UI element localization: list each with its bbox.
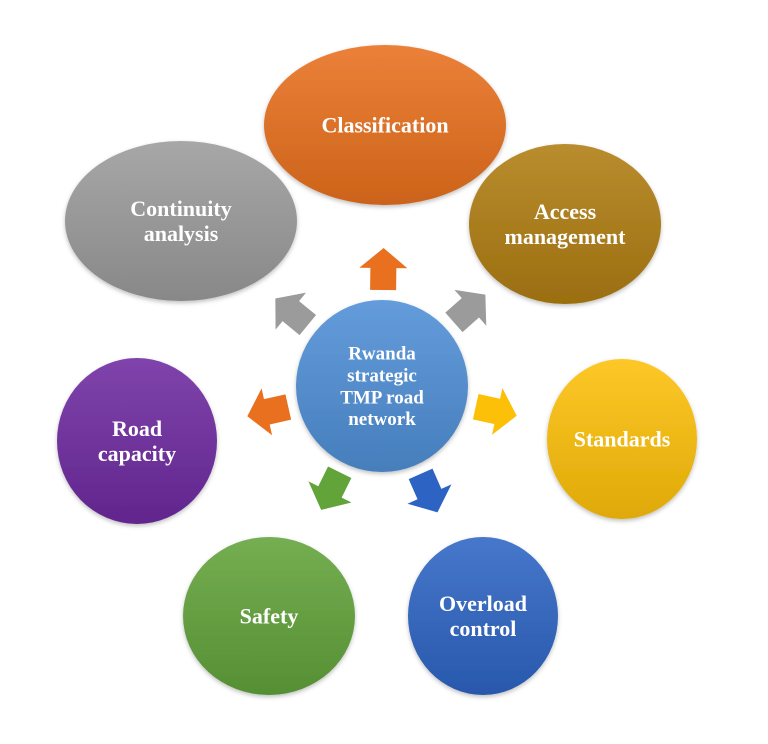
center-node-label-line-3: TMP road: [340, 387, 424, 408]
center-node-label-line-4: network: [348, 409, 416, 430]
center-node-label-line-2: strategic: [347, 366, 417, 387]
node-continuity-analysis-label-line-1: Continuity: [130, 196, 231, 221]
nodes-layer: ClassificationAccessmanagementStandardsO…: [57, 45, 697, 695]
node-standards-shape: [547, 359, 697, 519]
arrow-to-continuity-analysis: [275, 292, 317, 336]
center-node-label-line-1: Rwanda: [348, 344, 416, 365]
node-continuity-analysis-label-line-2: analysis: [144, 221, 219, 246]
arrow-to-standards: [472, 388, 517, 435]
node-classification: Classification: [264, 45, 506, 205]
node-safety: Safety: [183, 537, 355, 695]
arrow-to-overload-control: [407, 468, 452, 513]
node-classification-label-line-1: Classification: [321, 112, 448, 137]
node-access-management-label-line-2: management: [505, 224, 627, 249]
center-node-shape: [296, 300, 468, 472]
node-safety-shape: [183, 537, 355, 695]
node-safety-label-line-1: Safety: [240, 603, 299, 628]
arrow-to-safety: [308, 466, 352, 510]
arrows-layer: [247, 248, 517, 513]
node-overload-control-shape: [408, 537, 558, 695]
node-overload-control-label-line-1: Overload: [439, 591, 527, 616]
node-overload-control-label-line-2: control: [450, 616, 517, 641]
node-road-capacity-shape: [57, 358, 217, 524]
node-road-capacity-label-line-1: Road: [112, 416, 162, 441]
node-access-management-shape: [469, 144, 661, 304]
arrow-to-classification: [359, 248, 408, 291]
node-access-management-label-line-1: Access: [534, 199, 597, 224]
node-standards: Standards: [547, 359, 697, 519]
node-continuity-analysis-shape: [65, 141, 297, 301]
node-road-capacity-label-line-2: capacity: [98, 441, 176, 466]
arrow-to-road-capacity: [247, 388, 292, 436]
node-classification-shape: [264, 45, 506, 205]
arrow-to-access-management: [445, 289, 487, 333]
node-standards-label-line-1: Standards: [574, 426, 671, 451]
